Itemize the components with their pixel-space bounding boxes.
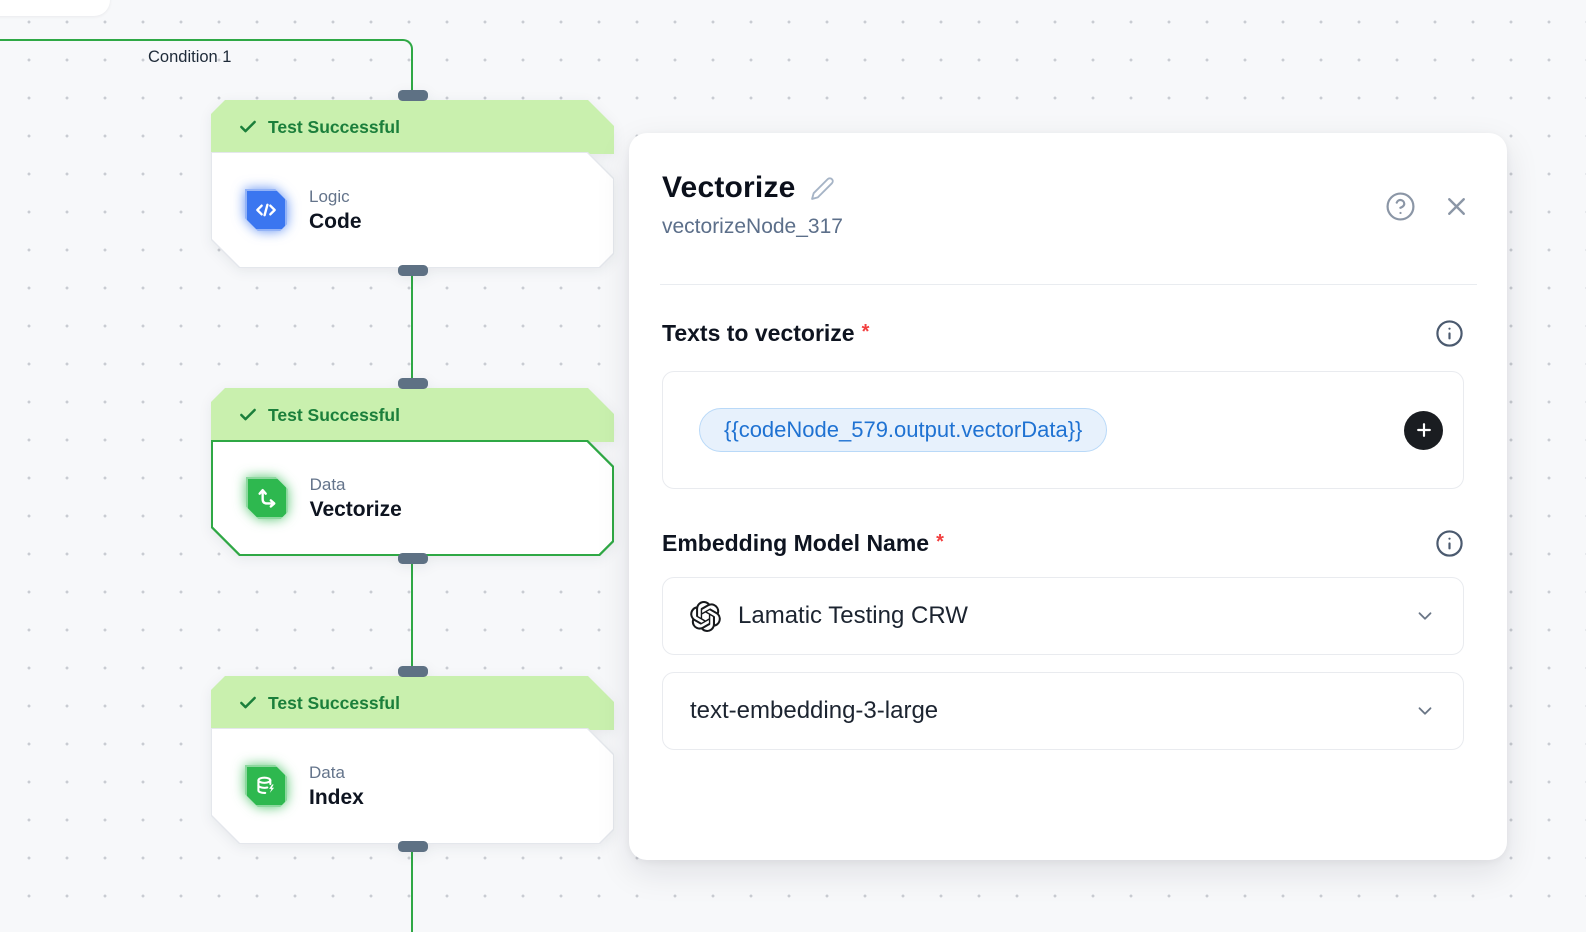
check-icon (238, 693, 258, 713)
chevron-down-icon (1414, 605, 1436, 627)
info-icon[interactable] (1435, 529, 1464, 558)
required-asterisk: * (861, 320, 870, 343)
plus-icon (1414, 420, 1434, 440)
node-title: Vectorize (309, 497, 402, 521)
connector-handle[interactable] (397, 378, 428, 389)
embedding-provider-select[interactable]: Lamatic Testing CRW (662, 577, 1464, 655)
variable-chip[interactable]: {{codeNode_579.output.vectorData}} (699, 408, 1108, 452)
chevron-down-icon (1414, 700, 1436, 722)
status-text: Test Successful (268, 116, 400, 137)
required-asterisk: * (936, 530, 944, 553)
connector-handle[interactable] (397, 666, 428, 677)
edge-code-to-vectorize (411, 262, 413, 390)
texts-to-vectorize-label: Texts to vectorize* (662, 319, 870, 346)
embedding-model-name-label: Embedding Model Name* (662, 529, 944, 556)
vectorize-icon (246, 477, 288, 519)
status-badge: Test Successful (211, 388, 614, 442)
embedding-model-value: text-embedding-3-large (690, 697, 939, 724)
node-id: vectorizeNode_317 (662, 215, 843, 238)
status-badge: Test Successful (211, 676, 614, 730)
close-icon[interactable] (1442, 192, 1471, 221)
edge-label-condition: Condition 1 (148, 48, 232, 66)
edit-icon[interactable] (810, 176, 835, 201)
check-icon (238, 117, 258, 137)
connector-handle[interactable] (397, 553, 428, 564)
add-text-button[interactable] (1404, 410, 1443, 450)
help-icon[interactable] (1385, 191, 1416, 222)
openai-icon (690, 600, 721, 632)
connector-handle[interactable] (397, 90, 428, 101)
node-category: Data (309, 762, 345, 782)
status-text: Test Successful (268, 692, 400, 713)
index-icon (245, 765, 287, 807)
node-title: Code (309, 209, 362, 233)
node-index[interactable]: Test Successful Data Index (211, 666, 614, 852)
page-title: Vectorize (662, 171, 796, 204)
check-icon (238, 405, 258, 425)
node-config-panel: Vectorize vectorizeNode_317 Texts to vec… (629, 133, 1507, 860)
edge-condition-branch (0, 39, 413, 99)
node-title: Index (309, 785, 364, 809)
embedding-provider-value: Lamatic Testing CRW (738, 602, 968, 629)
status-badge: Test Successful (211, 100, 614, 154)
status-text: Test Successful (268, 404, 400, 425)
connector-handle[interactable] (397, 841, 428, 852)
code-icon (245, 189, 287, 231)
embedding-model-select[interactable]: text-embedding-3-large (662, 672, 1464, 750)
edge-vectorize-to-index (411, 552, 413, 680)
node-code[interactable]: Test Successful Logic Code (211, 90, 614, 276)
offscreen-node-fragment (0, 0, 110, 16)
info-icon[interactable] (1435, 319, 1464, 348)
node-category: Data (309, 474, 346, 494)
texts-to-vectorize-field[interactable]: {{codeNode_579.output.vectorData}} (662, 371, 1464, 489)
node-vectorize[interactable]: Test Successful Data Vectorize (211, 378, 614, 564)
divider (660, 284, 1477, 285)
edge-index-out (411, 842, 413, 932)
node-category: Logic (309, 186, 350, 206)
connector-handle[interactable] (397, 265, 428, 276)
